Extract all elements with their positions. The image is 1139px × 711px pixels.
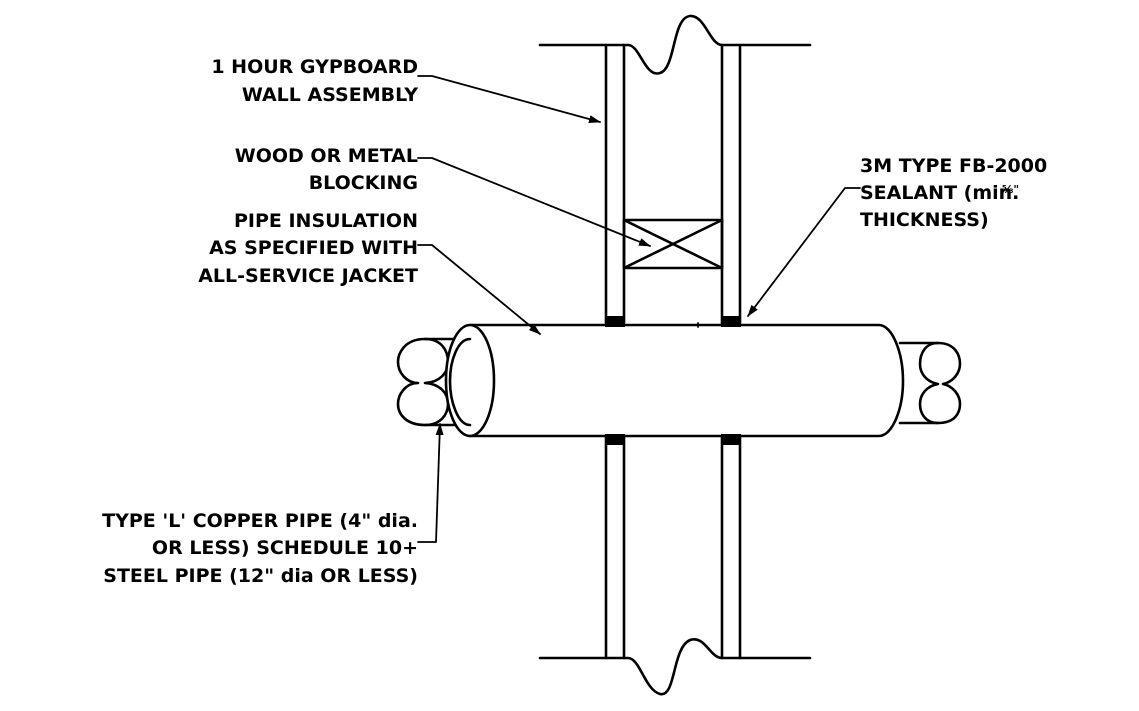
pipe-label-line-1: TYPE 'L' COPPER PIPE (4" dia. (102, 510, 418, 532)
sealant-label-line-2: SEALANT (min. (860, 182, 1019, 204)
sealant-band-upper-right (721, 316, 741, 327)
pipe-leader-arrow (417, 423, 444, 543)
wall-top-break-line (538, 14, 812, 75)
insulation-label-line-2: AS SPECIFIED WITH (209, 237, 418, 259)
insulated-pipe (396, 322, 962, 438)
pipe-label-line-2: OR LESS) SCHEDULE 10+ (152, 537, 418, 559)
pipe-stub-right (898, 341, 962, 425)
callout-copper-pipe: TYPE 'L' COPPER PIPE (4" dia. OR LESS) S… (102, 510, 418, 587)
insulation-label-line-1: PIPE INSULATION (234, 210, 418, 232)
wood-metal-blocking (622, 218, 724, 270)
blocking-label-line-1: WOOD OR METAL (235, 145, 418, 167)
sealant-band-lower-right (721, 434, 741, 445)
wall-bottom-break-line (538, 638, 812, 696)
firestop-sealant (605, 316, 741, 445)
wall-label-line-2: WALL ASSEMBLY (242, 84, 418, 106)
leader-lines (417, 75, 861, 543)
insulation-leader-arrow (417, 244, 541, 335)
callout-sealant: 3M TYPE FB-2000 SEALANT (min. ⅝" THICKNE… (860, 155, 1047, 231)
pipe-label-line-3: STEEL PIPE (12" dia OR LESS) (103, 565, 418, 587)
callout-wall-assembly: 1 HOUR GYPBOARD WALL ASSEMBLY (211, 56, 418, 106)
sealant-label-line-3: THICKNESS) (860, 209, 989, 231)
sealant-fraction: ⅝" (1002, 183, 1019, 196)
wall-label-line-1: 1 HOUR GYPBOARD (211, 56, 418, 78)
sealant-leader-arrow (747, 187, 861, 317)
wall-leader-arrow (417, 75, 601, 123)
callout-blocking: WOOD OR METAL BLOCKING (235, 145, 418, 194)
sealant-label-line-1: 3M TYPE FB-2000 (860, 155, 1047, 177)
wall-upper-section (604, 43, 742, 325)
sealant-band-upper-left (605, 316, 625, 327)
sealant-band-lower-left (605, 434, 625, 445)
insulation-label-line-3: ALL-SERVICE JACKET (198, 265, 418, 287)
blocking-label-line-2: BLOCKING (309, 172, 418, 194)
callout-insulation: PIPE INSULATION AS SPECIFIED WITH ALL-SE… (198, 210, 418, 287)
blocking-leader-arrow (417, 157, 651, 247)
wall-lower-section (604, 434, 742, 660)
